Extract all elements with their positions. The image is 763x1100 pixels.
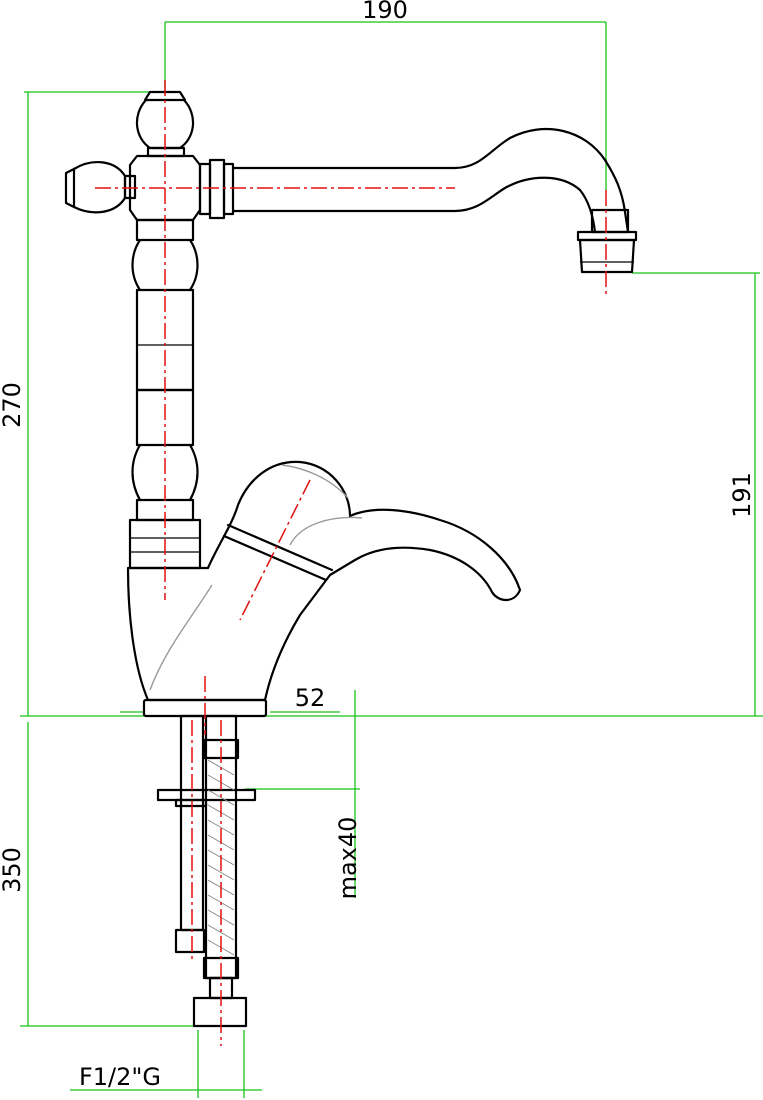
dim-base-label: 52 bbox=[295, 684, 326, 712]
dim-hose-length-label: 350 bbox=[0, 847, 26, 893]
dimension-lines bbox=[20, 21, 763, 1098]
dim-total-height-label: 270 bbox=[0, 382, 26, 428]
faucet-outline bbox=[64, 90, 638, 1028]
dim-reach-label: 190 bbox=[362, 0, 408, 24]
center-lines bbox=[95, 80, 607, 1046]
dim-spout-height-label: 191 bbox=[728, 472, 756, 518]
dim-thread-label: F1/2"G bbox=[79, 1063, 161, 1091]
dim-deck-thickness-label: max40 bbox=[334, 817, 362, 900]
